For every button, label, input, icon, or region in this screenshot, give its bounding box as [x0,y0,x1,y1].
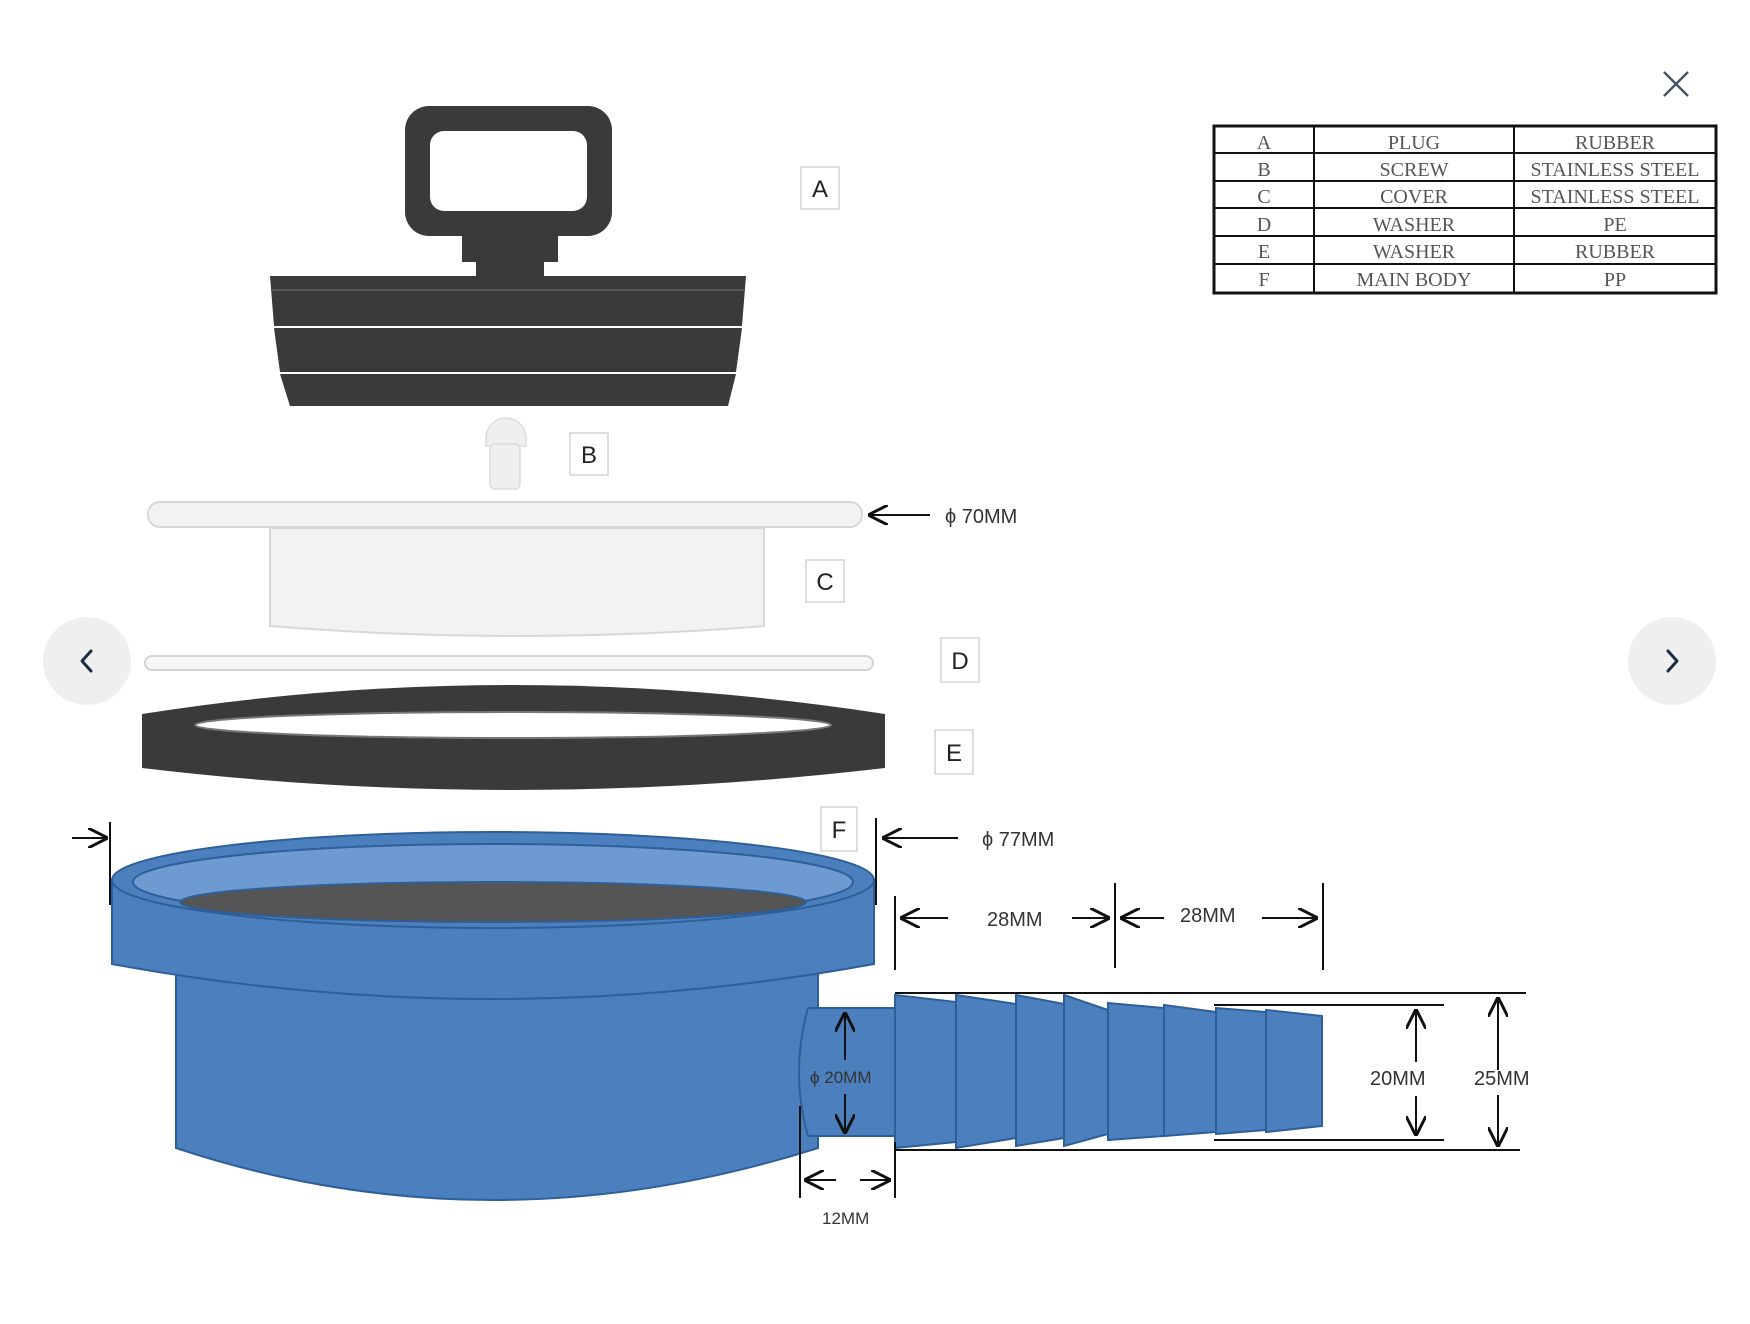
part-label-e: E [934,729,974,775]
part-label-c: C [805,559,845,603]
svg-text:MAIN BODY: MAIN BODY [1357,269,1472,291]
table-row: E WASHER RUBBER [1258,241,1656,263]
next-image-button[interactable] [1628,617,1716,705]
svg-text:STAINLESS STEEL: STAINLESS STEEL [1531,186,1700,208]
svg-text:RUBBER: RUBBER [1575,132,1656,154]
dimension-lines [72,515,1526,1198]
svg-text:E: E [1258,241,1270,263]
svg-text:COVER: COVER [1380,186,1448,208]
svg-text:F: F [832,817,847,844]
washer-rubber-part [142,685,885,790]
svg-text:C: C [816,569,833,596]
table-row: A PLUG RUBBER [1257,132,1656,154]
svg-text:STAINLESS STEEL: STAINLESS STEEL [1531,159,1700,181]
svg-text:D: D [1257,214,1271,236]
part-label-b: B [569,432,609,476]
svg-text:RUBBER: RUBBER [1575,241,1656,263]
table-row: F MAIN BODY PP [1258,269,1626,291]
body-diameter-label: ϕ 77MM [982,829,1054,851]
part-label-d: D [940,637,980,683]
previous-image-button[interactable] [43,617,131,705]
close-icon [1663,71,1689,97]
chevron-left-icon [80,649,93,673]
svg-text:B: B [581,442,597,469]
part-label-f: F [820,806,858,852]
svg-text:WASHER: WASHER [1373,214,1456,236]
outlet-diameter-label: ϕ 20MM [810,1068,871,1087]
svg-text:B: B [1257,159,1270,181]
table-row: C COVER STAINLESS STEEL [1257,186,1699,208]
table-row: D WASHER PE [1257,214,1627,236]
close-button[interactable] [1648,56,1704,112]
svg-text:WASHER: WASHER [1373,241,1456,263]
svg-text:SCREW: SCREW [1380,159,1449,181]
svg-text:A: A [1257,132,1272,154]
screw-part [485,417,527,490]
svg-text:A: A [812,176,828,203]
table-row: B SCREW STAINLESS STEEL [1257,159,1699,181]
svg-text:D: D [951,648,968,675]
barb-length-2-label: 28MM [1180,905,1236,927]
hose-outer-label: 25MM [1474,1068,1530,1090]
main-body-part [111,831,1323,1201]
svg-text:PE: PE [1603,214,1626,236]
hose-inner-label: 20MM [1370,1068,1426,1090]
part-label-a: A [800,166,840,210]
cover-diameter-label: ϕ 70MM [945,506,1017,528]
neck-length-label: 12MM [822,1209,869,1228]
svg-text:PP: PP [1604,269,1626,291]
svg-text:F: F [1258,269,1269,291]
cover-part [147,501,863,637]
svg-text:C: C [1257,186,1270,208]
washer-pe-part [144,655,874,671]
svg-text:E: E [946,740,962,767]
parts-table: A PLUG RUBBER B SCREW STAINLESS STEEL C … [1212,124,1718,295]
barb-length-1-label: 28MM [987,909,1043,931]
plug-part [270,106,746,406]
chevron-right-icon [1666,649,1679,673]
svg-text:PLUG: PLUG [1388,132,1440,154]
